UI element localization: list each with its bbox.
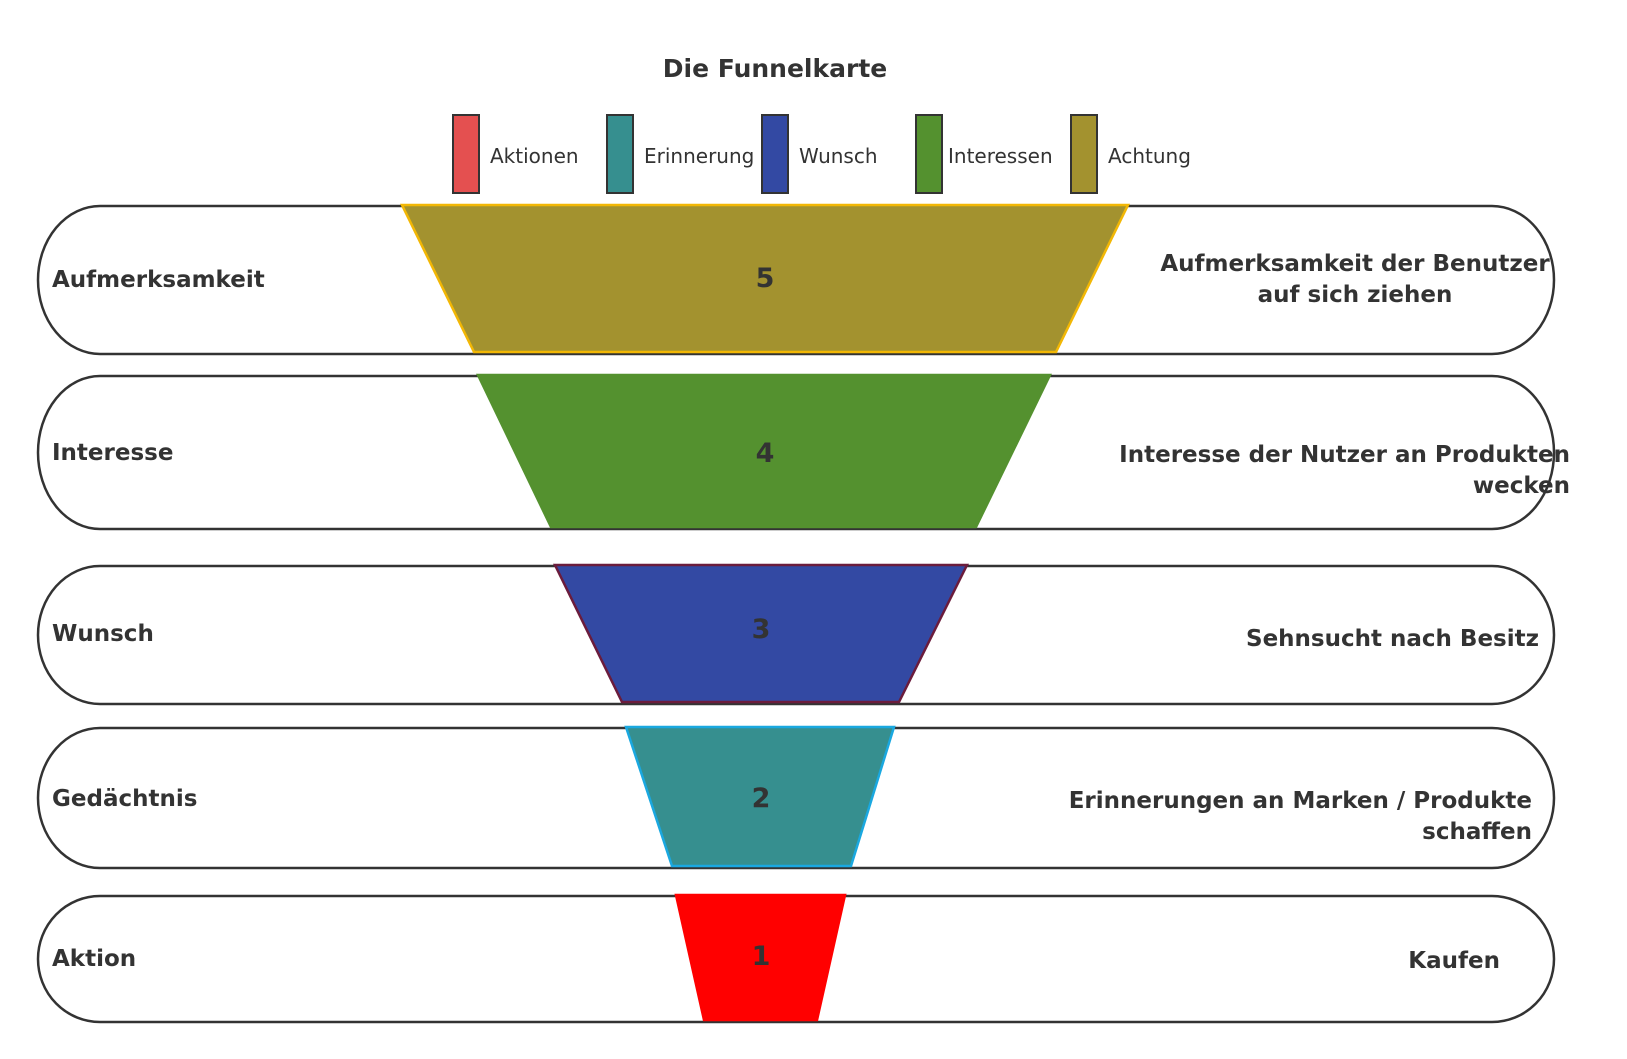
legend-swatch [452,114,480,194]
stage-label-aktion: Aktion [52,946,137,972]
stage-description-interesse: Interesse der Nutzer an Produkten wecken [1020,440,1570,502]
stage-label-interesse: Interesse [52,440,174,466]
stage-label-gedaechtnis: Gedächtnis [52,786,198,812]
description-line: Erinnerungen an Marken / Produkte schaff… [1068,788,1532,845]
stage-description-wunsch: Sehnsucht nach Besitz [1200,624,1539,655]
stage-value-4: 4 [755,438,775,469]
funnel-segment-wunsch [552,563,970,704]
stage-description-aufmerksamkeit: Aufmerksamkeit der Benutzer auf sich zie… [1150,249,1560,311]
legend-label: Achtung [1108,144,1191,168]
stage-description-aktion: Kaufen [1350,946,1500,977]
legend-swatch [761,114,789,194]
stage-description-gedaechtnis: Erinnerungen an Marken / Produkte schaff… [975,786,1532,848]
diagram-title: Die Funnelkarte [662,54,888,83]
description-line: Sehnsucht nach Besitz [1246,626,1539,652]
description-line: Kaufen [1408,948,1500,974]
legend-label: Aktionen [490,144,579,168]
funnel-segment-gedaechtnis [624,725,896,868]
legend-label: Interessen [948,144,1053,168]
legend-label: Erinnerung [644,144,755,168]
funnel-segment-aufmerksamkeit [399,203,1131,354]
stage-value-5: 5 [755,263,775,294]
legend-label: Wunsch [799,144,878,168]
description-line: auf sich ziehen [1257,282,1453,308]
legend-swatch [915,114,943,194]
stage-label-wunsch: Wunsch [52,621,154,647]
description-line: Interesse der Nutzer an Produkten wecken [1119,442,1570,499]
stage-value-1: 1 [751,941,771,972]
legend-swatch [606,114,634,194]
funnel-segment-aktion [674,893,847,1022]
legend-swatch [1070,114,1098,194]
stage-label-aufmerksamkeit: Aufmerksamkeit [52,267,265,293]
funnel-segment-interesse [476,373,1052,529]
stage-value-3: 3 [751,614,771,645]
description-line: Aufmerksamkeit der Benutzer [1160,251,1550,277]
stage-value-2: 2 [751,783,771,814]
